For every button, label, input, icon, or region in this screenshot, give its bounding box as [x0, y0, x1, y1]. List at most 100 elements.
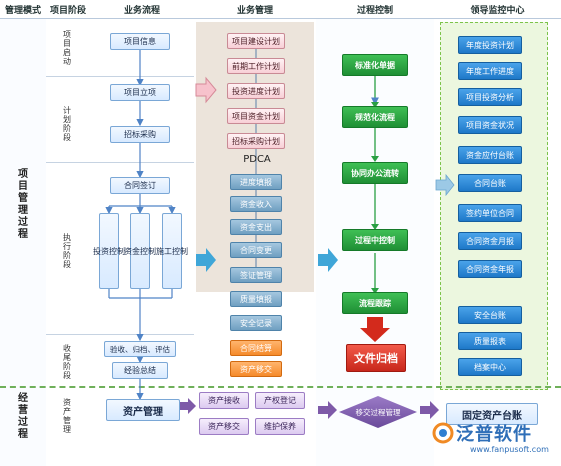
- pink-arrows: [195, 76, 217, 104]
- phase-divider-2: [46, 162, 194, 163]
- flow-summary[interactable]: 经验总结: [112, 362, 168, 379]
- header-underline: [0, 18, 561, 19]
- mode-label-operation: 经营过程: [14, 392, 32, 442]
- monitor-item-6[interactable]: 合同台账: [458, 174, 522, 192]
- column-bg-phase: [46, 18, 91, 466]
- control-standard-forms[interactable]: 标准化单据: [342, 54, 408, 76]
- head-c2: [371, 156, 379, 162]
- phase-close-text: 收尾阶段: [63, 344, 71, 380]
- flow-asset-management[interactable]: 资产管理: [106, 399, 180, 421]
- header-mode: 管理模式: [4, 5, 41, 16]
- flow-invest-control[interactable]: 投资控制: [93, 213, 125, 289]
- watermark-logo-icon: [432, 422, 454, 444]
- arrow-mgmt-to-control-exec: [318, 248, 338, 272]
- header-control: 过程控制: [356, 5, 393, 16]
- monitor-item-9[interactable]: 合同资金年报: [458, 260, 522, 278]
- watermark-url: www.fanpusoft.com: [470, 445, 549, 454]
- mgmt-exec-4[interactable]: 合同变更: [230, 242, 282, 258]
- archive-arrow: [360, 317, 390, 342]
- monitor-item-7[interactable]: 签约单位合同: [458, 204, 522, 222]
- monitor-fixed-asset[interactable]: 固定资产台账: [446, 403, 538, 425]
- phase-exec: 执行阶段: [58, 225, 76, 277]
- flow-bid-purchase[interactable]: 招标采购: [110, 126, 170, 143]
- mgmt-property-register[interactable]: 产权登记: [255, 392, 305, 409]
- control-transfer-process-text: 移交过程管理: [355, 407, 401, 417]
- arrow-flow-to-mgmt-exec: [196, 248, 216, 272]
- flow-fund-control[interactable]: 资金控制: [124, 213, 156, 289]
- mgmt-exec-5[interactable]: 签证管理: [230, 267, 282, 283]
- flow-fund-control-text: 资金控制: [124, 246, 156, 256]
- control-heads: [371, 102, 379, 294]
- flow-build-control[interactable]: 施工控制: [156, 213, 188, 289]
- mgmt-asset-receive[interactable]: 资产接收: [199, 392, 249, 409]
- flow-project-info[interactable]: 项目信息: [110, 33, 170, 50]
- head-c1: [371, 102, 379, 108]
- watermark-brand: 泛普软件: [456, 424, 532, 445]
- arrow-asset-to-mgmt: [180, 398, 196, 414]
- phase-plan-text: 计划阶段: [63, 106, 71, 142]
- mgmt-asset-handover[interactable]: 资产移交: [199, 418, 249, 435]
- mgmt-exec-2[interactable]: 资金收入: [230, 196, 282, 212]
- phase-close: 收尾阶段: [58, 338, 76, 386]
- control-tracking[interactable]: 流程跟踪: [342, 292, 408, 314]
- header-phase: 项目阶段: [49, 5, 86, 16]
- mgmt-plan-1[interactable]: 项目建设计划: [227, 33, 285, 49]
- arrow-control-to-monitor-asset: [420, 401, 439, 419]
- flow-invest-control-text: 投资控制: [93, 246, 125, 256]
- mode-label-project: 项目管理过程: [14, 150, 32, 260]
- control-standard-process[interactable]: 规范化流程: [342, 106, 408, 128]
- mgmt-maintenance[interactable]: 维护保养: [255, 418, 305, 435]
- mode-label-operation-text: 经营过程: [18, 393, 28, 440]
- monitor-item-11[interactable]: 质量报表: [458, 332, 522, 350]
- arrow-control-to-monitor-1: [435, 173, 455, 197]
- flow-build-control-text: 施工控制: [156, 246, 188, 256]
- mgmt-exec-7[interactable]: 安全记录: [230, 315, 282, 331]
- flow-connectors: [105, 50, 176, 401]
- mgmt-exec-6[interactable]: 质量填报: [230, 291, 282, 307]
- mgmt-exec-3[interactable]: 资金支出: [230, 219, 282, 235]
- phase-start-text: 项目启动: [63, 30, 71, 66]
- operation-divider: [0, 386, 561, 388]
- control-in-process[interactable]: 过程中控制: [342, 229, 408, 251]
- flow-contract-sign[interactable]: 合同签订: [110, 177, 170, 194]
- monitor-item-4[interactable]: 项目资金状况: [458, 116, 522, 134]
- mgmt-plan-5[interactable]: 招标采购计划: [227, 133, 285, 149]
- head-c4: [371, 288, 379, 294]
- monitor-item-2[interactable]: 年度工作进度: [458, 62, 522, 80]
- mgmt-exec-1[interactable]: 进度填报: [230, 174, 282, 190]
- mode-label-project-text: 项目管理过程: [18, 169, 28, 240]
- mgmt-pdca-label: PDCA: [243, 154, 271, 165]
- mgmt-plan-3[interactable]: 投资进度计划: [227, 83, 285, 99]
- header-flow: 业务流程: [123, 5, 160, 16]
- monitor-item-5[interactable]: 资金应付台账: [458, 146, 522, 164]
- control-collab-flow[interactable]: 协同办公流转: [342, 162, 408, 184]
- monitor-item-8[interactable]: 合同资金月报: [458, 232, 522, 250]
- phase-exec-text: 执行阶段: [63, 233, 71, 269]
- phase-start: 项目启动: [58, 22, 76, 74]
- phase-asset-text: 资产管理: [63, 398, 71, 434]
- phase-divider-1: [46, 76, 194, 77]
- monitor-item-1[interactable]: 年度投资计划: [458, 36, 522, 54]
- flow-project-approve[interactable]: 项目立项: [110, 84, 170, 101]
- mgmt-contract-settle[interactable]: 合同结算: [230, 340, 282, 356]
- arrow-mgmt-to-control-asset: [318, 401, 337, 419]
- flow-accept-archive[interactable]: 验收、归档、评估: [104, 341, 176, 357]
- monitor-arrows: [435, 173, 455, 197]
- phase-asset: 资产管理: [58, 392, 76, 440]
- head-c3: [371, 224, 379, 230]
- monitor-item-3[interactable]: 项目投资分析: [458, 88, 522, 106]
- header-monitor: 领导监控中心: [470, 5, 525, 16]
- purple-arrows: [180, 398, 439, 419]
- monitor-item-10[interactable]: 安全台账: [458, 306, 522, 324]
- mgmt-plan-2[interactable]: 前期工作计划: [227, 58, 285, 74]
- control-file-archive[interactable]: 文件归档: [346, 344, 406, 372]
- mgmt-asset-transfer[interactable]: 资产移交: [230, 361, 282, 377]
- phase-divider-3: [46, 334, 194, 335]
- mgmt-plan-4[interactable]: 项目资金计划: [227, 108, 285, 124]
- cross-arrows: [196, 248, 338, 272]
- phase-plan: 计划阶段: [58, 98, 76, 150]
- header-mgmt: 业务管理: [236, 5, 273, 16]
- monitor-item-12[interactable]: 档案中心: [458, 358, 522, 376]
- arrow-flow-to-mgmt-plan: [195, 76, 217, 104]
